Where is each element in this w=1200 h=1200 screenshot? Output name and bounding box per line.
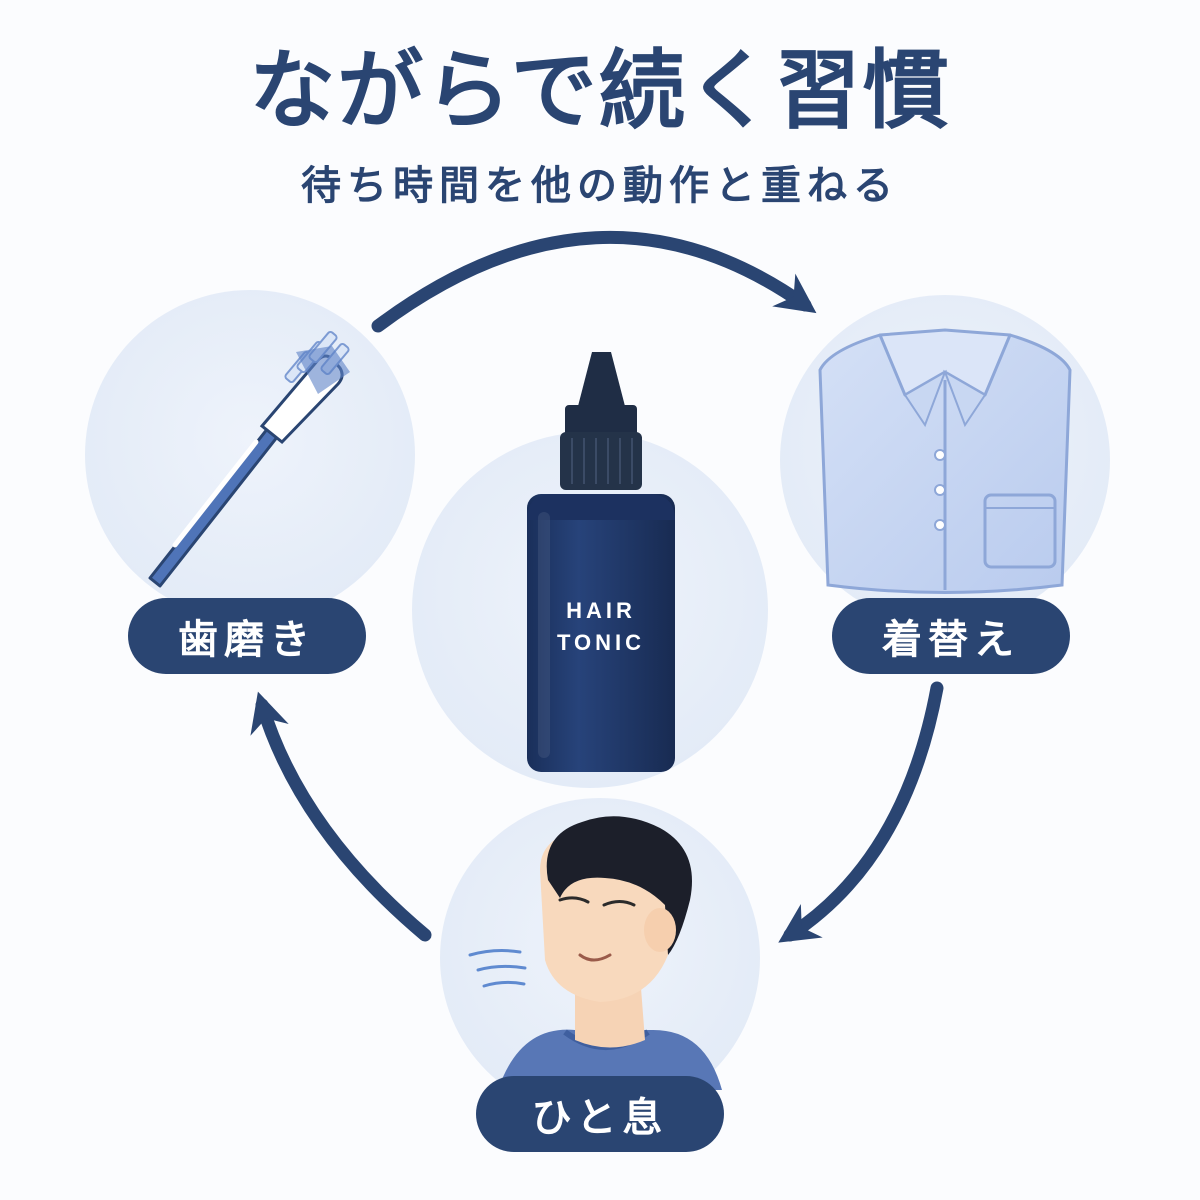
hair-tonic-bottle: HAIR TONIC: [527, 352, 675, 772]
bottle-label-line2: TONIC: [557, 630, 645, 655]
shirt-icon: [818, 328, 1072, 594]
bottle-label-line1: HAIR: [566, 598, 636, 623]
person-breathing-icon: [498, 816, 722, 1090]
step-label-toothbrush: 歯磨き: [128, 598, 366, 674]
step-label-breath: ひと息: [476, 1076, 724, 1152]
toothbrush-icon: [148, 330, 350, 588]
page-title: ながらで続く習慣: [249, 41, 951, 141]
step-label-changing: 着替え: [832, 598, 1070, 674]
breath-lines-icon: [468, 949, 527, 988]
arrow-breath-to-toothbrush: [250, 691, 432, 942]
arrow-toothbrush-to-changing: [371, 230, 817, 333]
page-subtitle: 待ち時間を他の動作と重ねる: [301, 163, 899, 209]
arrow-changing-to-breath: [778, 681, 944, 943]
